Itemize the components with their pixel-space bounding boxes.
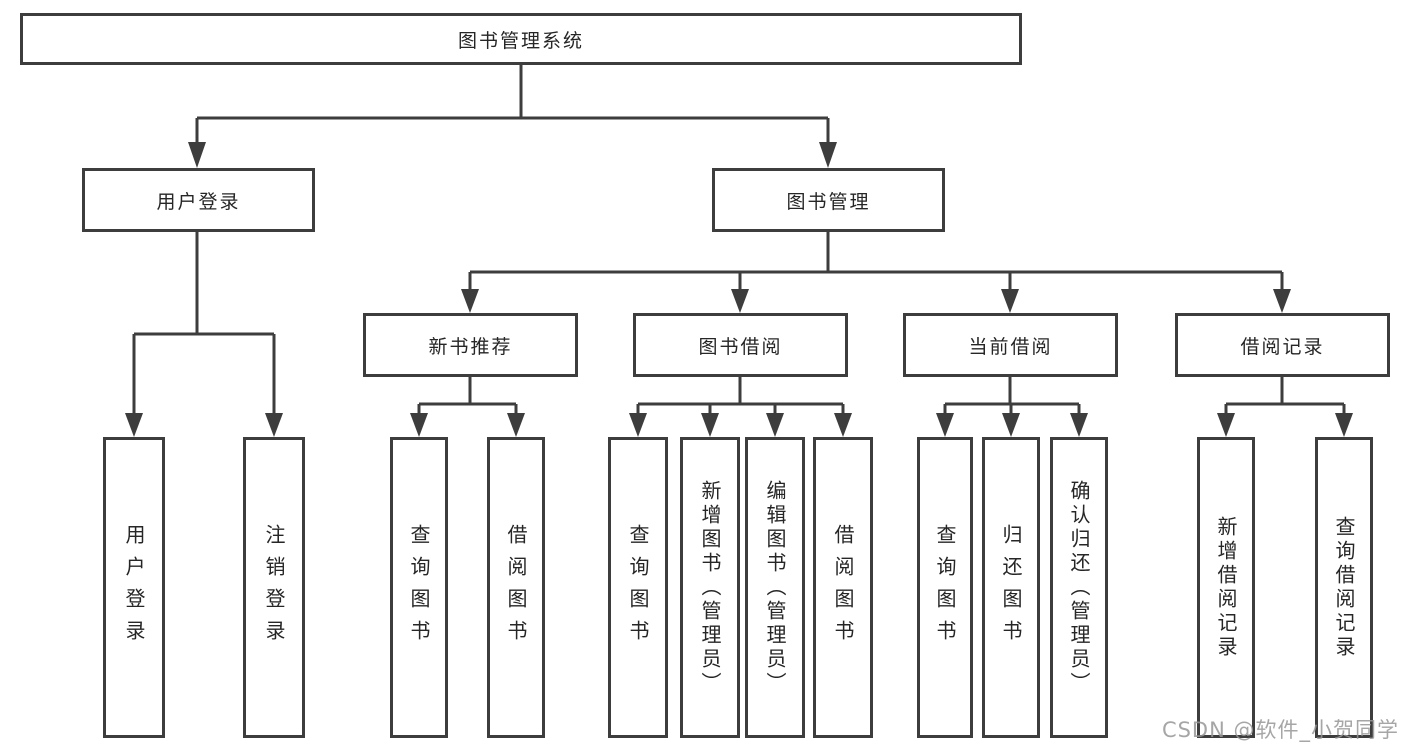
- node-book-management-label: 图书管理: [786, 190, 871, 213]
- connector-book-management: [468, 232, 1284, 291]
- leaf-user-login: 用户登录: [103, 437, 165, 738]
- leaf-query-books-1-label: 查询图书: [407, 523, 431, 652]
- connector-root: [195, 64, 830, 146]
- node-current-borrow: 当前借阅: [903, 313, 1118, 377]
- leaf-query-borrow-record-label: 查询借阅记录: [1332, 515, 1356, 660]
- connector-borrow-record: [1224, 377, 1346, 415]
- leaf-borrow-books-1-label: 借阅图书: [504, 523, 528, 652]
- leaf-query-books-2: 查询图书: [608, 437, 668, 738]
- node-user-login-label: 用户登录: [156, 190, 241, 213]
- node-book-borrow-label: 图书借阅: [698, 335, 783, 358]
- node-new-book-recommend: 新书推荐: [363, 313, 578, 377]
- leaf-query-borrow-record: 查询借阅记录: [1315, 437, 1373, 738]
- node-user-login: 用户登录: [82, 168, 315, 232]
- leaf-borrow-books-1: 借阅图书: [487, 437, 545, 738]
- leaf-edit-books-admin: 编辑图书（管理员）: [745, 437, 805, 738]
- node-book-management: 图书管理: [712, 168, 945, 232]
- leaf-query-books-2-label: 查询图书: [626, 523, 650, 652]
- leaf-add-books-admin: 新增图书（管理员）: [680, 437, 740, 738]
- node-root: 图书管理系统: [20, 13, 1022, 65]
- leaf-add-borrow-record-label: 新增借阅记录: [1214, 515, 1238, 660]
- connector-user-login: [132, 232, 276, 415]
- connector-new-book: [417, 377, 518, 415]
- node-borrow-record: 借阅记录: [1175, 313, 1390, 377]
- leaf-add-books-admin-label: 新增图书（管理员）: [698, 479, 722, 696]
- leaf-borrow-books-2: 借阅图书: [813, 437, 873, 738]
- connector-current-borrow: [943, 377, 1081, 415]
- leaf-logout: 注销登录: [243, 437, 305, 738]
- node-current-borrow-label: 当前借阅: [968, 335, 1053, 358]
- leaf-query-books-3: 查询图书: [917, 437, 973, 738]
- leaf-return-books: 归还图书: [982, 437, 1040, 738]
- leaf-logout-label: 注销登录: [262, 523, 286, 652]
- leaf-user-login-label: 用户登录: [122, 523, 146, 652]
- node-borrow-record-label: 借阅记录: [1240, 335, 1325, 358]
- leaf-return-books-label: 归还图书: [999, 523, 1023, 652]
- leaf-add-borrow-record: 新增借阅记录: [1197, 437, 1255, 738]
- node-new-book-recommend-label: 新书推荐: [428, 335, 513, 358]
- connector-book-borrow: [636, 377, 845, 415]
- node-book-borrow: 图书借阅: [633, 313, 848, 377]
- leaf-borrow-books-2-label: 借阅图书: [831, 523, 855, 652]
- csdn-watermark: CSDN @软件_小贺同学: [1161, 718, 1399, 742]
- leaf-query-books-3-label: 查询图书: [933, 523, 957, 652]
- leaf-confirm-return-admin: 确认归还（管理员）: [1050, 437, 1108, 738]
- leaf-confirm-return-admin-label: 确认归还（管理员）: [1067, 479, 1091, 696]
- node-root-label: 图书管理系统: [457, 29, 584, 52]
- leaf-query-books-1: 查询图书: [390, 437, 448, 738]
- leaf-edit-books-admin-label: 编辑图书（管理员）: [763, 479, 787, 696]
